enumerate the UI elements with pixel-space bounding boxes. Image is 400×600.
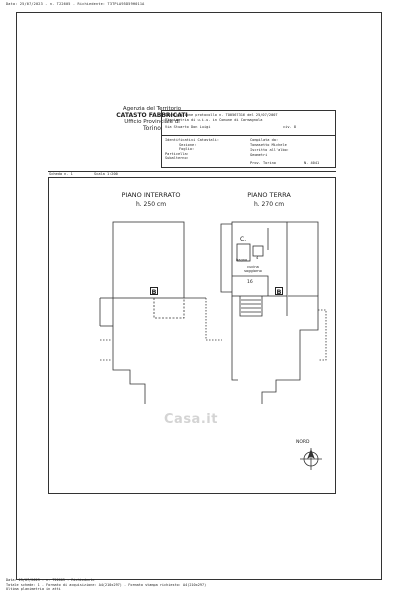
office-block: Agenzia del Territorio CATASTO FABBRICAT…: [100, 106, 204, 132]
plan-frame: [48, 178, 336, 494]
protocol-date: 25/07/2007: [255, 113, 278, 117]
registration-label: N.: [304, 161, 309, 165]
compilata-label: Compilata da:: [250, 138, 279, 142]
iscritto-label: Iscritto all'albo:: [250, 148, 289, 153]
office-line-4: Torino: [143, 124, 161, 132]
bathroom-label: bagno: [236, 258, 248, 262]
cadastral-divider: [162, 135, 335, 136]
registration-number: 4041: [310, 161, 320, 165]
bathroom-room: [236, 243, 251, 262]
document-frame: [16, 12, 382, 580]
street-address: Via Stuarto Don Luigi: [165, 125, 211, 130]
footer-line-3: Ultima planimetria in atti: [6, 587, 61, 592]
room-c-label: C.: [240, 236, 247, 243]
albo-value: Geometri: [250, 152, 268, 157]
cadastral-box: Dichiarazione protocollo n. TO0567316 de…: [161, 110, 336, 168]
footer-line-2: Totale schede: 1 - Formato di acquisizio…: [6, 582, 207, 587]
office-line-2: CATASTO FABBRICATI: [116, 111, 188, 119]
basement-unit-marker: B: [150, 287, 158, 296]
compiler-name: Tomasetto Michele: [250, 142, 287, 147]
room-16-label: 16: [247, 280, 253, 285]
floor-height-basement: h. 250 cm: [135, 201, 167, 208]
dichiarazione-label: Dichiarazione protocollo n.: [165, 113, 224, 117]
basement-outline: [112, 221, 185, 299]
particella-label: Particella:: [165, 151, 189, 156]
scheda-label: Scheda n. 1: [49, 172, 73, 176]
footer-line-1: Data: 25/07/2023 - n. T22605 - Richieden…: [6, 578, 95, 582]
header-line: Data: 25/07/2023 - n. T22605 - Richieden…: [6, 2, 145, 6]
watermark-logo: Casa.it: [164, 412, 218, 427]
floor-title-basement: PIANO INTERRATO: [121, 191, 181, 199]
footer-block: Data: 25/07/2023 - n. T22605 - Richieden…: [6, 578, 206, 592]
sezione-label: Sezione:: [179, 142, 197, 147]
cupboard-room: [252, 245, 264, 257]
identificativi-label: Identificativi Catastali:: [165, 138, 220, 142]
foglio-label: Foglio:: [179, 147, 195, 152]
ground-floor-outline: [231, 221, 288, 297]
sheet-strip: Scheda n. 1 Scala 1:200: [48, 171, 336, 178]
del-label: del: [247, 113, 254, 117]
civic-number: civ. 8: [283, 125, 296, 130]
protocol-number: TO0567316: [225, 113, 246, 117]
scale-label: Scala 1:200: [94, 172, 118, 176]
office-line-1: Agenzia del Territorio: [122, 106, 182, 112]
subalterno-label: Subalterno:: [165, 156, 189, 161]
north-label: NORD: [296, 440, 310, 445]
province: Prov. Torino: [250, 161, 276, 165]
floor-height-ground: h. 270 cm: [253, 201, 285, 208]
ground-unit-marker: B: [275, 287, 283, 296]
office-line-3: Ufficio Provinciale di: [124, 119, 180, 126]
floor-title-ground: PIANO TERRA: [247, 191, 291, 199]
living-room-label: cucina soggiorno: [244, 265, 262, 273]
planimetria-line: Planimetria di u.i.u. in Comune di Carma…: [165, 117, 263, 122]
room-4-label: 4: [256, 256, 259, 260]
